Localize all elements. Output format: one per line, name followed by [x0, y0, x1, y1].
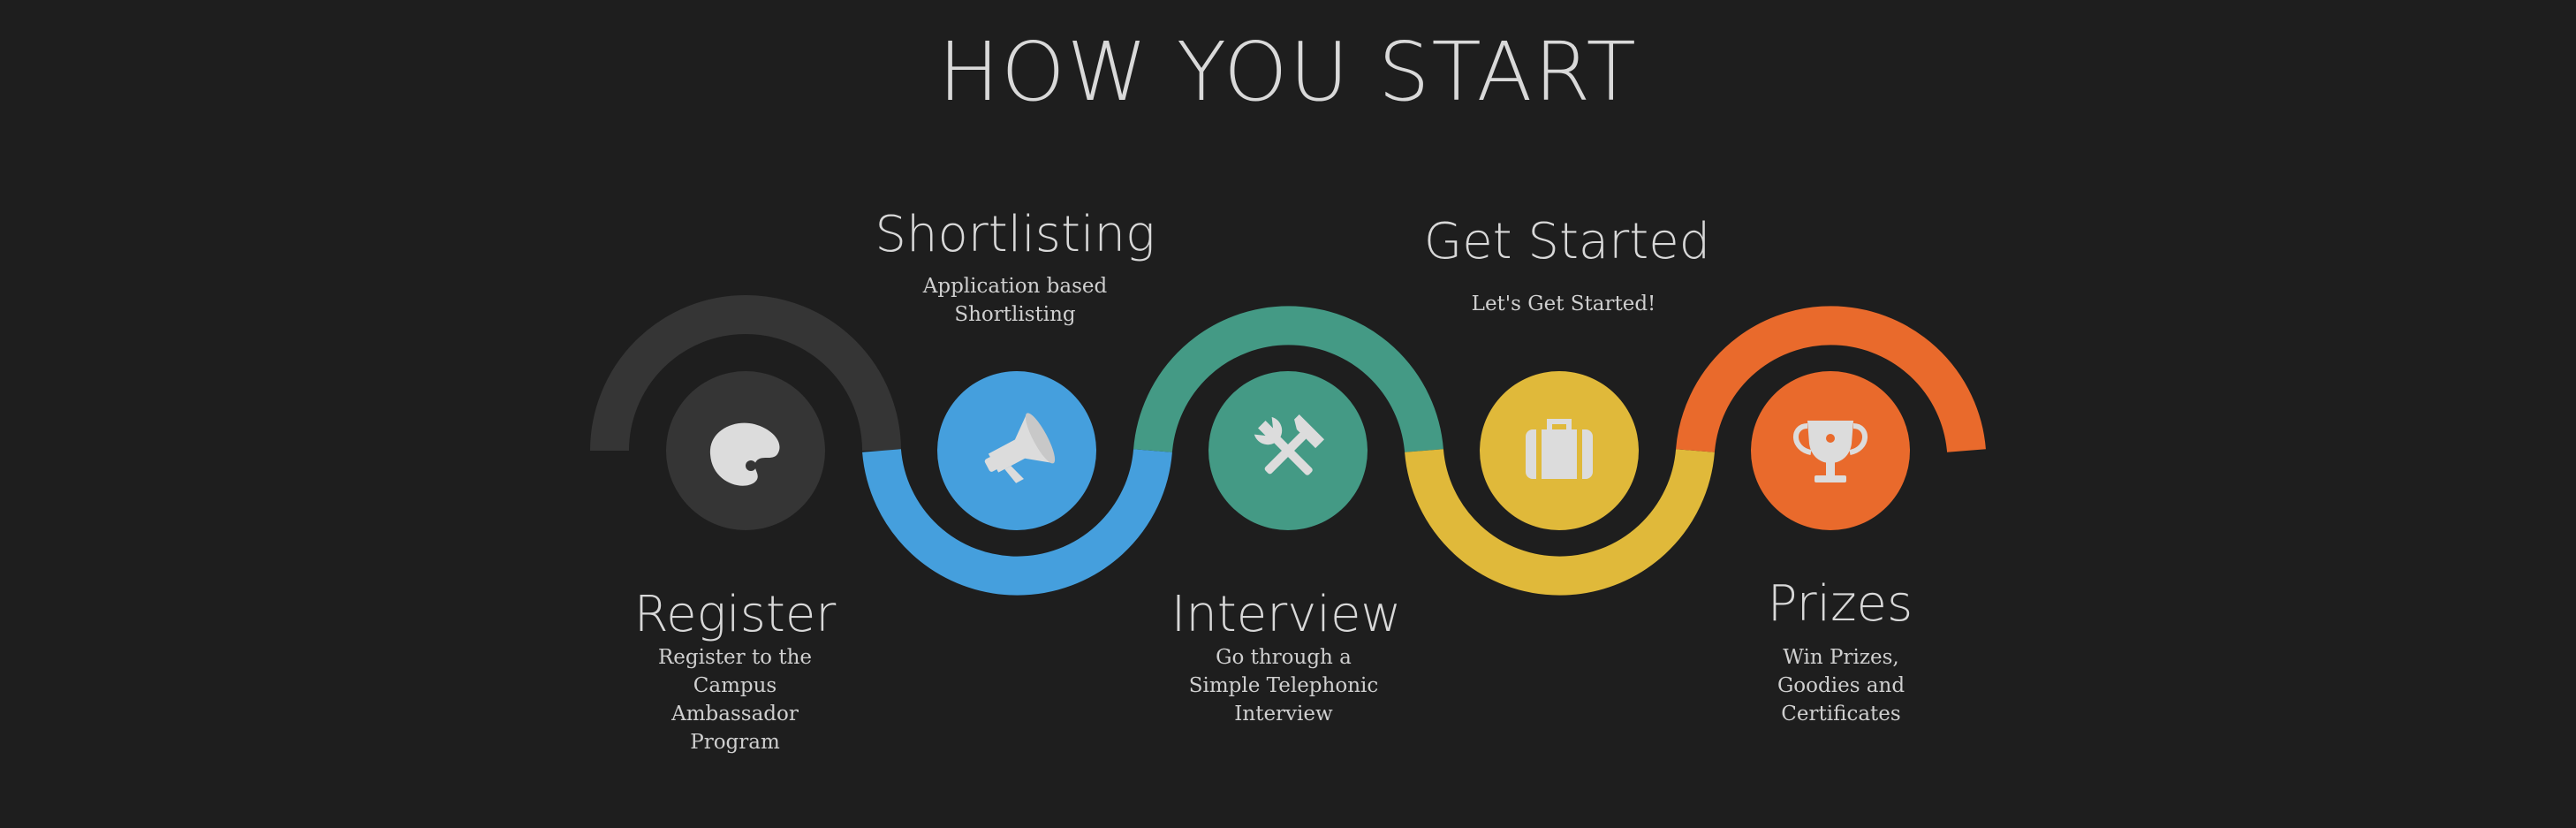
page-title: HOW YOU START: [938, 25, 1638, 119]
register-title: Register: [633, 586, 837, 643]
get-started-title: Get Started: [1423, 213, 1711, 270]
prizes-description: Win Prizes, Goodies and Certificates: [1708, 643, 1974, 728]
interview-description-line: Interview: [1234, 703, 1333, 725]
shortlisting-description-line: Application based: [922, 275, 1108, 298]
register-description-line: Ambassador: [671, 703, 799, 725]
interview-description-line: Simple Telephonic: [1188, 674, 1379, 697]
briefcase-icon: [1526, 419, 1593, 479]
palette-icon: [709, 422, 780, 486]
interview-title: Interview: [1171, 586, 1402, 643]
register-description-line: Program: [690, 731, 780, 754]
get-started-description-line: Let's Get Started!: [1471, 292, 1656, 315]
register-description-line: Register to the: [657, 646, 813, 669]
arc-shortlisting: [862, 448, 1172, 596]
interview-description-line: Go through a: [1216, 646, 1352, 669]
prizes-description-line: Win Prizes,: [1783, 646, 1899, 669]
trophy-icon: [1793, 421, 1868, 482]
shortlisting-description: Application based Shortlisting: [883, 272, 1148, 329]
arc-prizes: [1676, 306, 1986, 453]
prizes-description-line: Goodies and: [1777, 674, 1905, 697]
megaphone-icon: [984, 413, 1056, 483]
get-started-description: Let's Get Started!: [1431, 290, 1696, 318]
register-description-line: Campus: [693, 674, 777, 697]
arc-register: [590, 295, 901, 452]
arc-interview: [1133, 306, 1443, 453]
register-description: Register to the Campus Ambassador Progra…: [602, 643, 868, 756]
shortlisting-description-line: Shortlisting: [954, 303, 1076, 326]
arc-get-started: [1405, 448, 1715, 596]
prizes-title: Prizes: [1767, 575, 1913, 633]
interview-description: Go through a Simple Telephonic Interview: [1151, 643, 1416, 728]
prizes-description-line: Certificates: [1781, 703, 1901, 725]
shortlisting-title: Shortlisting: [875, 206, 1155, 263]
tools-icon: [1254, 414, 1325, 475]
